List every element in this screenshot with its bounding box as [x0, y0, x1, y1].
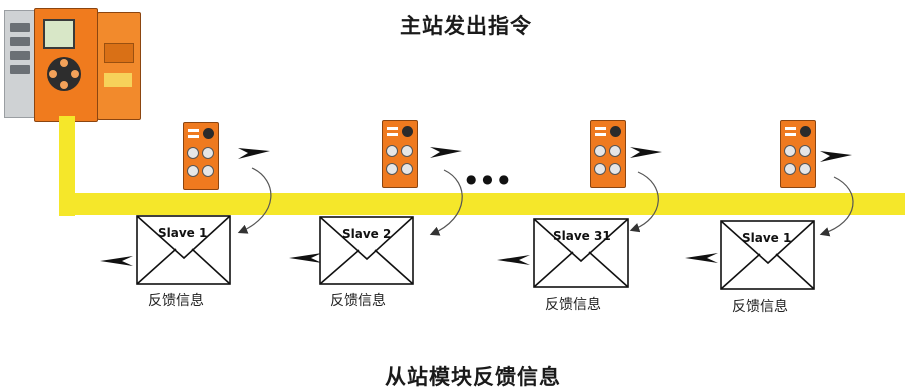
connector-curve [819, 176, 854, 237]
connector-curve [629, 171, 659, 233]
envelope-label: Slave 1 [158, 226, 208, 240]
slave-module-icon [590, 120, 626, 188]
arrow-right-icon [630, 147, 662, 158]
arrow-left-icon [685, 253, 718, 263]
arrow-right-icon [820, 151, 852, 162]
feedback-caption: 反馈信息 [732, 299, 788, 315]
master-controller-icon [4, 8, 141, 122]
connector-curve [237, 167, 272, 234]
feedback-title: 从站模块反馈信息 [385, 365, 561, 389]
command-title: 主站发出指令 [400, 14, 532, 38]
slave-module-icon [183, 122, 219, 190]
feedback-caption: 反馈信息 [148, 293, 204, 309]
envelope-icon [720, 220, 815, 290]
slave-module-icon [780, 120, 816, 188]
slave-module-icon [382, 120, 418, 188]
feedback-caption: 反馈信息 [330, 293, 386, 309]
arrow-left-icon [100, 256, 133, 266]
envelope-label: Slave 2 [342, 227, 392, 241]
arrow-left-icon [289, 253, 322, 263]
envelope-label: Slave 1 [742, 231, 792, 245]
feedback-caption: 反馈信息 [545, 297, 601, 313]
arrow-right-icon [430, 147, 462, 158]
ellipsis: ● ● ● [466, 172, 511, 186]
envelope-icon [136, 215, 231, 285]
arrow-right-icon [238, 148, 270, 159]
arrow-left-icon [497, 255, 530, 265]
connector-curve [429, 169, 463, 236]
envelope-icon [319, 216, 414, 285]
envelope-label: Slave 31 [553, 229, 611, 243]
envelope-icon [533, 218, 629, 288]
